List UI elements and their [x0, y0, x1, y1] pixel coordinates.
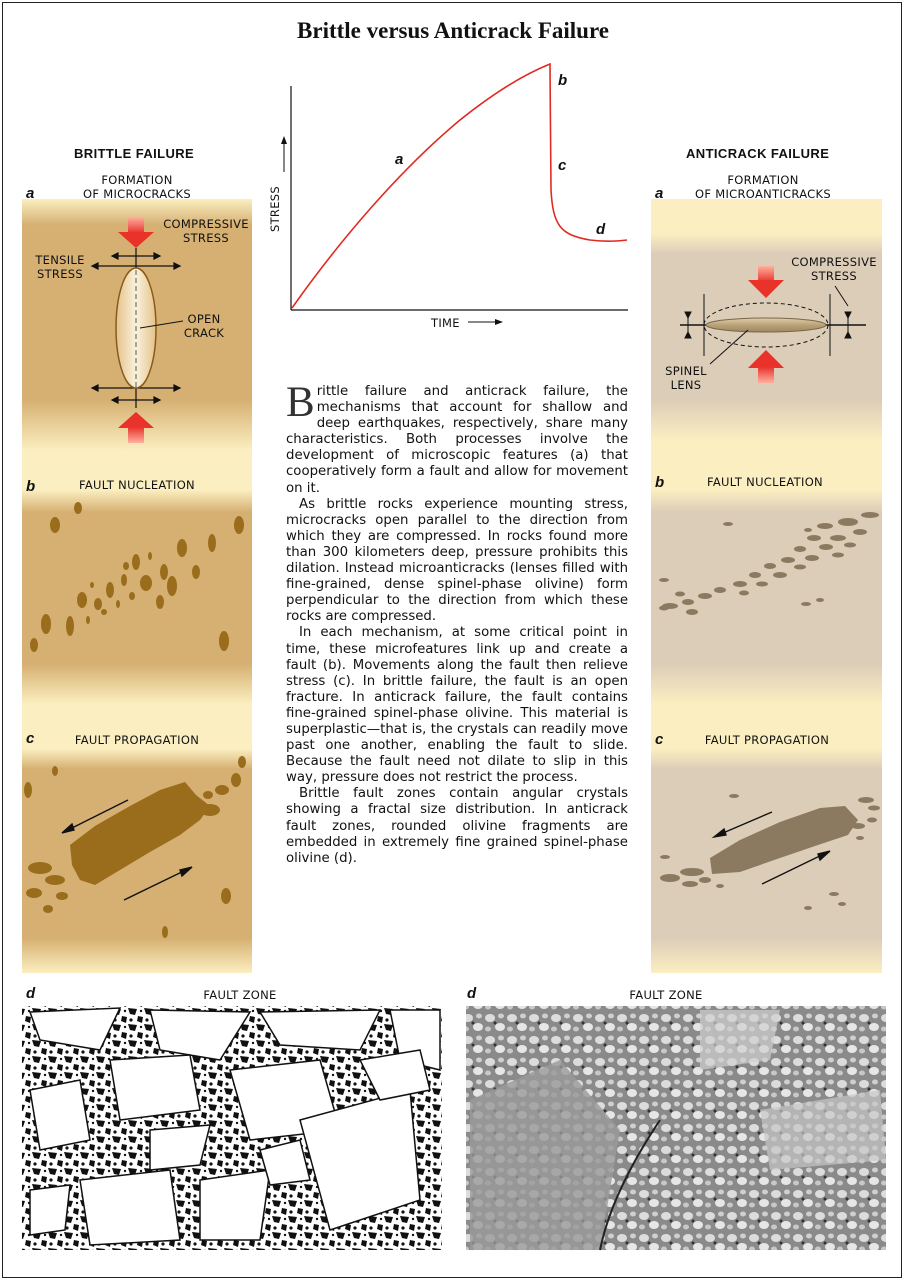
compressive-arrow-up-icon [118, 412, 154, 443]
anticrack-panel-b-caption: FAULT NUCLEATION [707, 475, 823, 489]
anticrack-heading: ANTICRACK FAILURE [686, 146, 830, 161]
brittle-fault-group [24, 756, 246, 938]
paragraph-1: rittle failure and anticrack failure, th… [286, 384, 628, 496]
anticrack-panel-c-letter: c [655, 731, 664, 748]
anticrack-panel-b-letter: b [655, 474, 665, 491]
stress-curve [291, 62, 628, 309]
photo-left-caption: FAULT ZONE [203, 988, 277, 1002]
spinel-lens-ellipse [705, 317, 827, 333]
anticrack-compressive-arrow-up-icon [748, 350, 784, 383]
brittle-panel-a-letter: a [26, 185, 35, 202]
slip-arrows-icon [61, 799, 193, 901]
anticrack-slip-arrows-icon [711, 811, 831, 885]
drop-cap: B [286, 379, 315, 426]
graph-point-d: d [596, 221, 606, 238]
anticrack-panel-a-letter: a [655, 185, 664, 202]
page-title: Brittle versus Anticrack Failure [297, 18, 609, 43]
brittle-panel-b-letter: b [26, 478, 36, 495]
brittle-heading: BRITTLE FAILURE [74, 146, 195, 161]
anticrack-fault-group [660, 794, 880, 910]
anticrack-panel-c-caption: FAULT PROPAGATION [704, 733, 830, 747]
stress-time-graph [281, 62, 628, 325]
compressive-arrow-down-icon [118, 217, 154, 248]
brittle-panel-c-letter: c [26, 730, 35, 747]
brittle-microcracks-group [30, 502, 244, 652]
brittle-fault-zone-micrograph [22, 1006, 442, 1250]
photo-right-caption: FAULT ZONE [629, 988, 703, 1002]
brittle-panel-c-caption: FAULT PROPAGATION [74, 733, 200, 747]
graph-point-a: a [395, 151, 404, 168]
brittle-panel-b-caption: FAULT NUCLEATION [79, 478, 195, 492]
graph-point-c: c [558, 157, 567, 174]
photo-right-letter: d [467, 985, 477, 1002]
graph-x-label: TIME [431, 316, 460, 330]
paragraph-4: Brittle fault zones contain angular crys… [286, 786, 628, 866]
anticrack-lenses-group [659, 512, 879, 615]
anticrack-fault-zone-micrograph [466, 1006, 886, 1251]
paragraph-3: In each mechanism, at some critical poin… [286, 625, 628, 786]
photo-left-letter: d [26, 985, 36, 1002]
paragraph-2: As brittle rocks experience mounting str… [286, 496, 628, 625]
graph-point-b: b [558, 72, 568, 89]
anticrack-compressive-arrow-down-icon [748, 266, 784, 298]
